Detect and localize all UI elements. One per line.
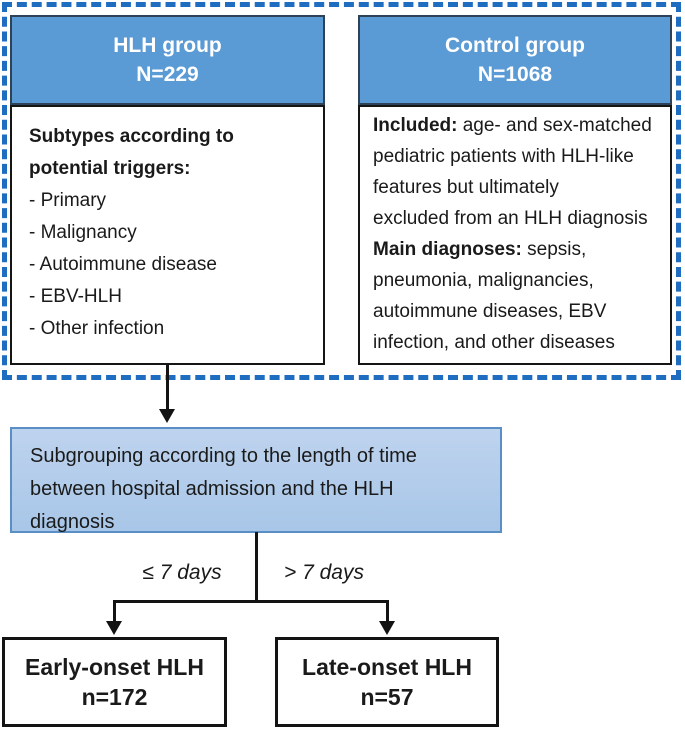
label-late-days: > 7 days — [284, 561, 364, 584]
control-group-title: Control group — [445, 34, 585, 57]
control-text-line: infection, and other diseases — [373, 332, 615, 353]
control-text-line: features but ultimately — [373, 177, 559, 198]
hlh-group-title: HLH group — [113, 34, 222, 57]
hlh-group-header: HLH group N=229 — [10, 15, 325, 105]
hlh-group-box: HLH group N=229 Subtypes according to po… — [10, 15, 325, 365]
control-text-line: autoimmune diseases, EBV — [373, 301, 607, 322]
subtype-item: - Autoimmune disease — [29, 254, 217, 275]
early-onset-n: n=172 — [81, 684, 148, 710]
connector-subgrouping-stem — [255, 532, 258, 602]
control-text-line: excluded from an HLH diagnosis — [373, 208, 648, 229]
connector-late-drop — [386, 600, 389, 623]
connector-hlh-to-subgrouping — [166, 364, 169, 410]
subtype-item: - Primary — [29, 190, 107, 211]
early-onset-title: Early-onset HLH — [25, 654, 204, 680]
arrowhead-down — [159, 409, 175, 423]
subtypes-heading-line: potential triggers: — [29, 158, 191, 179]
early-onset-box: Early-onset HLH n=172 — [2, 637, 227, 727]
control-group-n: N=1068 — [477, 63, 553, 86]
label-early-days: ≤ 7 days — [142, 561, 222, 584]
subtype-item: - EBV-HLH — [29, 286, 122, 307]
control-text-line: Included: age- and sex-matched — [373, 115, 652, 136]
control-text-line: pneumonia, malignancies, — [373, 270, 594, 291]
control-text-line: Main diagnoses: sepsis, — [373, 239, 587, 260]
hlh-group-body: Subtypes according to potential triggers… — [10, 105, 325, 365]
subgrouping-box: Subgrouping according to the length of t… — [10, 427, 502, 533]
enrollment-dashed-frame — [2, 2, 681, 380]
control-group-body: Included: age- and sex-matched pediatric… — [358, 105, 672, 365]
control-group-header: Control group N=1068 — [358, 15, 672, 105]
late-onset-n: n=57 — [360, 684, 414, 710]
subtypes-heading-line: Subtypes according to — [29, 126, 234, 147]
hlh-group-n: N=229 — [136, 63, 199, 86]
subtype-item: - Malignancy — [29, 222, 137, 243]
subtype-item: - Other infection — [29, 318, 165, 339]
arrowhead-down — [106, 621, 122, 635]
control-text-line: pediatric patients with HLH-like — [373, 146, 634, 167]
arrowhead-down — [379, 621, 395, 635]
connector-early-drop — [113, 600, 116, 623]
connector-branch-bar — [113, 600, 389, 603]
late-onset-title: Late-onset HLH — [302, 654, 472, 680]
late-onset-box: Late-onset HLH n=57 — [275, 637, 499, 727]
control-group-box: Control group N=1068 Included: age- and … — [358, 15, 672, 365]
subgrouping-text: Subgrouping according to the length of t… — [30, 445, 417, 533]
